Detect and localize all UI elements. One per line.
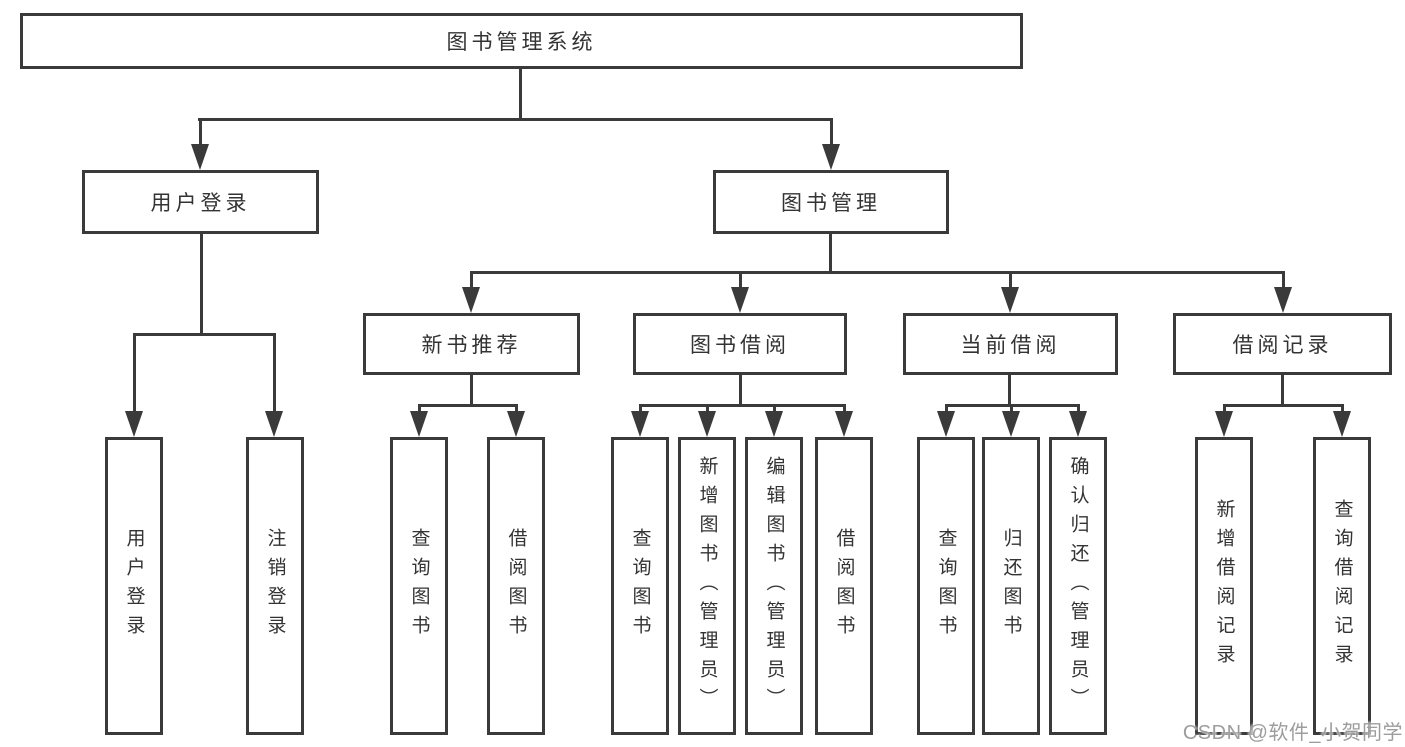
- arrow-down-icon: [507, 411, 525, 437]
- leaf-user-login: 用户登录: [105, 437, 163, 735]
- connector-line: [1009, 271, 1012, 289]
- connector-line: [200, 234, 203, 333]
- leaf-query-books-recommend: 查询图书: [390, 437, 448, 735]
- connector-line: [1077, 404, 1080, 414]
- connector-line: [945, 404, 948, 414]
- leaf-label: 查询借阅记录: [1331, 499, 1353, 673]
- arrow-down-icon: [1069, 411, 1087, 437]
- node-book-management: 图书管理: [713, 170, 949, 234]
- leaf-label: 新增图书（管理员）: [696, 455, 718, 717]
- arrow-down-icon: [835, 411, 853, 437]
- connector-line: [470, 271, 1285, 274]
- connector-line: [519, 69, 522, 118]
- connector-line: [515, 404, 518, 414]
- arrow-down-icon: [265, 411, 283, 437]
- arrow-down-icon: [822, 144, 840, 170]
- leaf-add-books-admin: 新增图书（管理员）: [678, 437, 736, 735]
- arrow-down-icon: [1274, 287, 1292, 313]
- leaf-return-books: 归还图书: [982, 437, 1040, 735]
- connector-line: [418, 404, 421, 414]
- leaf-edit-books-admin: 编辑图书（管理员）: [745, 437, 803, 735]
- leaf-label: 确认归还（管理员）: [1067, 455, 1089, 717]
- leaf-label: 归还图书: [1000, 528, 1022, 644]
- connector-line: [1281, 375, 1284, 404]
- connector-line: [418, 404, 518, 407]
- leaf-label: 借阅图书: [505, 528, 527, 644]
- arrow-down-icon: [731, 287, 749, 313]
- arrow-down-icon: [1333, 411, 1351, 437]
- node-root-label: 图书管理系统: [446, 31, 597, 54]
- leaf-query-books-current: 查询图书: [917, 437, 975, 735]
- arrow-down-icon: [462, 287, 480, 313]
- connector-line: [829, 234, 832, 271]
- connector-line: [773, 404, 776, 414]
- connector-line: [830, 118, 833, 146]
- node-borrow-records-label: 借阅记录: [1232, 334, 1333, 357]
- connector-line: [470, 375, 473, 404]
- connector-line: [133, 333, 276, 336]
- leaf-borrow-books: 借阅图书: [815, 437, 873, 735]
- leaf-borrow-books-recommend: 借阅图书: [487, 437, 545, 735]
- arrow-down-icon: [1001, 287, 1019, 313]
- watermark: CSDN @软件_小贺同学: [1182, 722, 1403, 744]
- arrow-down-icon: [191, 144, 209, 170]
- leaf-confirm-return-admin: 确认归还（管理员）: [1049, 437, 1107, 735]
- node-current-borrow-label: 当前借阅: [960, 334, 1061, 357]
- connector-line: [739, 271, 742, 289]
- connector-line: [273, 333, 276, 413]
- arrow-down-icon: [631, 411, 649, 437]
- node-book-management-label: 图书管理: [781, 192, 881, 215]
- connector-line: [739, 375, 742, 404]
- arrow-down-icon: [698, 411, 716, 437]
- connector-line: [470, 271, 473, 289]
- connector-line: [199, 118, 202, 146]
- connector-line: [1282, 271, 1285, 289]
- leaf-label: 查询图书: [935, 528, 957, 644]
- node-current-borrow: 当前借阅: [903, 313, 1118, 375]
- leaf-label: 查询图书: [408, 528, 430, 644]
- arrow-down-icon: [937, 411, 955, 437]
- leaf-label: 新增借阅记录: [1213, 499, 1235, 673]
- leaf-label: 借阅图书: [833, 528, 855, 644]
- arrow-down-icon: [765, 411, 783, 437]
- node-root: 图书管理系统: [20, 13, 1023, 69]
- arrow-down-icon: [125, 411, 143, 437]
- node-book-borrow: 图书借阅: [633, 313, 847, 375]
- connector-line: [639, 404, 642, 414]
- arrow-down-icon: [1002, 411, 1020, 437]
- connector-line: [1341, 404, 1344, 414]
- node-new-book-recommend-label: 新书推荐: [421, 334, 522, 357]
- leaf-label: 查询图书: [629, 528, 651, 644]
- leaf-label: 用户登录: [123, 528, 145, 644]
- connector-line: [1010, 404, 1013, 414]
- arrow-down-icon: [1215, 411, 1233, 437]
- connector-line: [639, 404, 845, 407]
- connector-line: [1223, 404, 1226, 414]
- leaf-label: 编辑图书（管理员）: [763, 455, 785, 717]
- arrow-down-icon: [410, 411, 428, 437]
- node-user-login: 用户登录: [82, 170, 319, 234]
- leaf-query-borrow-record: 查询借阅记录: [1313, 437, 1371, 735]
- node-borrow-records: 借阅记录: [1173, 313, 1392, 375]
- leaf-label: 注销登录: [264, 528, 286, 644]
- node-book-borrow-label: 图书借阅: [690, 334, 790, 357]
- leaf-add-borrow-record: 新增借阅记录: [1195, 437, 1253, 735]
- connector-line: [1223, 404, 1343, 407]
- leaf-query-books-borrow: 查询图书: [611, 437, 669, 735]
- leaf-logout: 注销登录: [246, 437, 304, 735]
- connector-line: [1008, 375, 1011, 404]
- node-new-book-recommend: 新书推荐: [363, 313, 580, 375]
- connector-line: [133, 333, 136, 413]
- connector-line: [706, 404, 709, 414]
- node-user-login-label: 用户登录: [150, 192, 251, 215]
- connector-line: [198, 118, 832, 121]
- connector-line: [843, 404, 846, 414]
